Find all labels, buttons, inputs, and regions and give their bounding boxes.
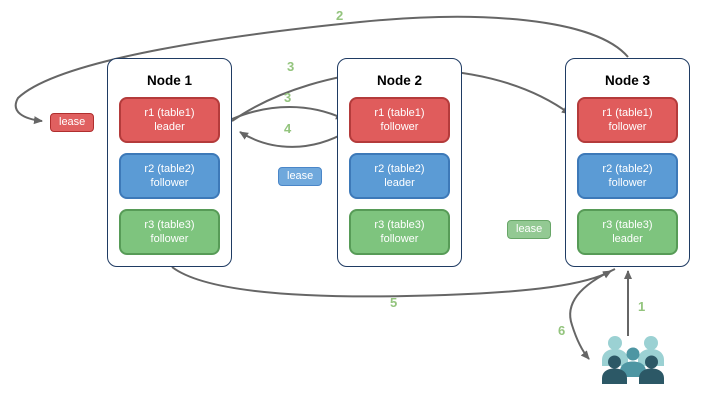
replica-role: leader <box>154 121 185 133</box>
arrow-6-path <box>569 268 616 360</box>
node-2-replica-r1: r1 (table1) follower <box>349 97 450 143</box>
node-1: Node 1 r1 (table1) leader r2 (table2) fo… <box>107 58 232 267</box>
lease-badge-blue: lease <box>278 167 323 187</box>
step-label-2: 2 <box>336 8 344 23</box>
replica-name: r1 (table1) <box>602 106 653 119</box>
node-3-replica-r1: r1 (table1) follower <box>577 97 678 143</box>
replica-name: r2 (table2) <box>602 162 653 175</box>
replica-role: follower <box>380 233 419 245</box>
node-1-title: Node 1 <box>146 73 192 88</box>
node-2-title: Node 2 <box>376 73 422 88</box>
replica-name: r3 (table3) <box>144 218 195 231</box>
replica-role: follower <box>608 121 647 133</box>
replica-name: r2 (table2) <box>374 162 425 175</box>
arrow-4-path <box>239 130 349 148</box>
node-1-replica-r2: r2 (table2) follower <box>119 153 220 199</box>
replica-name: r1 (table1) <box>374 106 425 119</box>
replica-name: r1 (table1) <box>144 106 195 119</box>
replica-name: r3 (table3) <box>602 218 653 231</box>
node-3: Node 3 r1 (table1) follower r2 (table2) … <box>565 58 690 267</box>
lease-badge-red: lease <box>50 113 95 133</box>
lease-badge-green: lease <box>507 220 552 240</box>
node-2: Node 2 r1 (table1) follower r2 (table2) … <box>337 58 462 267</box>
node-2-replica-r3: r3 (table3) follower <box>349 209 450 255</box>
replica-role: follower <box>380 121 419 133</box>
node-3-replica-r2: r2 (table2) follower <box>577 153 678 199</box>
replica-role: leader <box>384 177 415 189</box>
user-front-right <box>639 355 664 384</box>
step-label-3a: 3 <box>287 59 295 74</box>
replica-role: leader <box>612 233 643 245</box>
step-label-4: 4 <box>284 121 292 136</box>
step-label-5: 5 <box>390 295 398 310</box>
arrow-3-to-node2-path <box>231 106 345 120</box>
node-3-title: Node 3 <box>604 73 650 88</box>
node-3-replica-r3: r3 (table3) leader <box>577 209 678 255</box>
arrow-5-path <box>171 266 612 298</box>
replica-role: follower <box>150 177 189 189</box>
users-group-icon <box>602 336 664 384</box>
step-label-3b: 3 <box>284 90 292 105</box>
user-front-left <box>602 355 627 384</box>
arrow-2-path <box>14 15 629 125</box>
node-2-replica-r2: r2 (table2) leader <box>349 153 450 199</box>
step-label-1: 1 <box>638 299 646 314</box>
node-1-replica-r3: r3 (table3) follower <box>119 209 220 255</box>
replica-role: follower <box>608 177 647 189</box>
step-label-6: 6 <box>558 323 566 338</box>
replica-name: r2 (table2) <box>144 162 195 175</box>
replica-role: follower <box>150 233 189 245</box>
replica-name: r3 (table3) <box>374 218 425 231</box>
user-middle <box>620 347 646 377</box>
node-1-replica-r1: r1 (table1) leader <box>119 97 220 143</box>
